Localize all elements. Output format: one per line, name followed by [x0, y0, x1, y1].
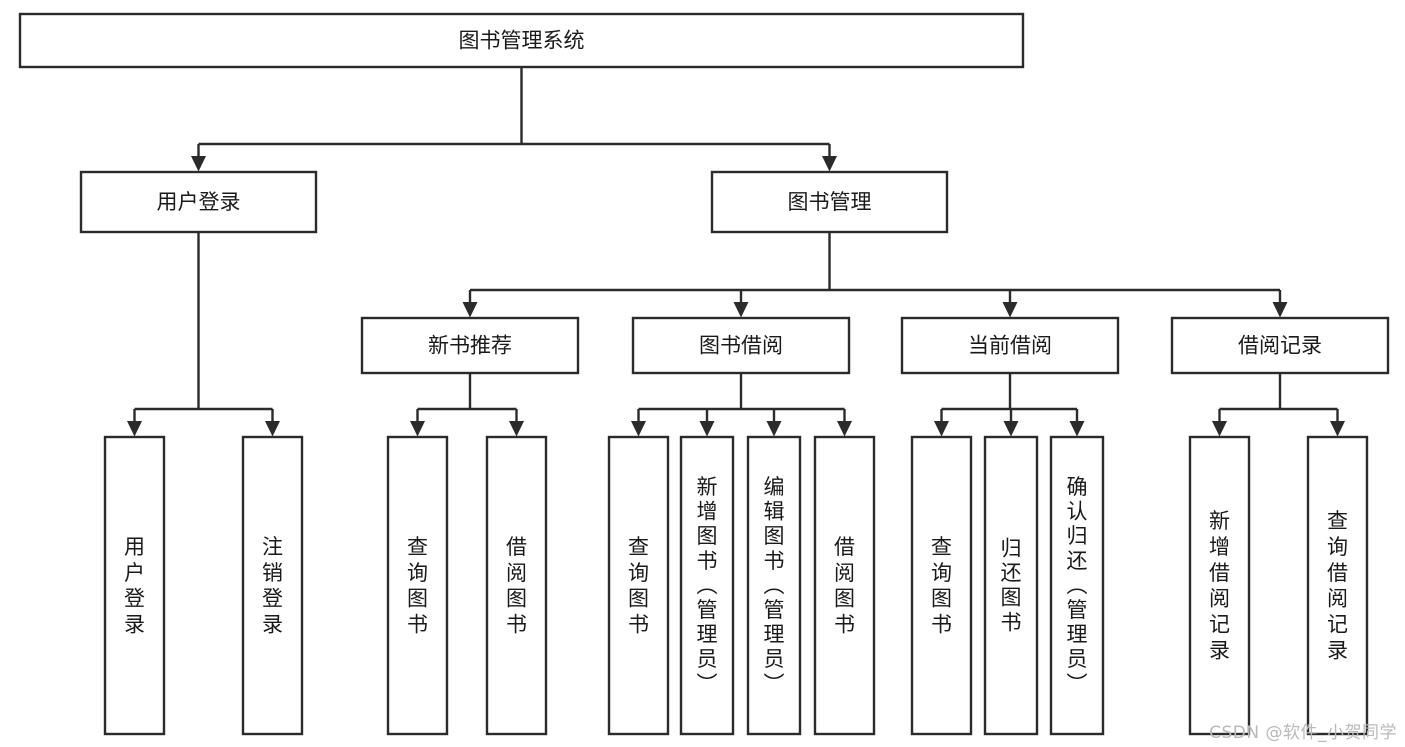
arrow-head-icon [934, 421, 949, 437]
node-leaf-borrow-book-2[interactable]: 借阅图书 [813, 435, 876, 736]
node-label: 借阅图书 [834, 535, 855, 636]
node-user-login[interactable]: 用户登录 [79, 170, 318, 234]
arrow-head-icon [1069, 421, 1085, 437]
arrow-head-icon [1002, 302, 1018, 318]
arrow-head-icon [699, 421, 715, 437]
node-label: 图书借阅 [699, 334, 783, 358]
node-label: 归还图书 [1001, 536, 1022, 634]
arrow-head-icon [410, 421, 425, 437]
node-label: 当前借阅 [968, 334, 1052, 358]
arrow-head-icon [191, 156, 206, 172]
node-label: 确认归还︵管理员︶ [1067, 475, 1088, 696]
node-new-book-recommend[interactable]: 新书推荐 [360, 316, 580, 375]
node-leaf-confirm-return[interactable]: 确认归还︵管理员︶ [1049, 435, 1105, 736]
arrow-head-icon [1212, 421, 1227, 437]
node-box[interactable] [1049, 435, 1105, 736]
node-box[interactable] [1188, 435, 1251, 736]
node-label: 查询图书 [931, 535, 952, 636]
connector-layer [127, 67, 1345, 437]
node-leaf-user-login[interactable]: 用户登录 [103, 435, 166, 736]
arrow-head-icon [766, 421, 782, 437]
node-box[interactable] [103, 435, 166, 736]
node-label: 用户登录 [124, 535, 145, 636]
node-label: 借阅记录 [1238, 334, 1322, 358]
node-leaf-borrow-book-1[interactable]: 借阅图书 [485, 435, 548, 736]
arrow-head-icon [462, 302, 478, 318]
node-leaf-query-book-1[interactable]: 查询图书 [386, 435, 449, 736]
node-leaf-query-record[interactable]: 查询借阅记录 [1306, 435, 1369, 736]
csdn-watermark: CSDN @软件_小贺同学 [1209, 723, 1397, 743]
node-box[interactable] [710, 170, 949, 234]
node-label: 借阅图书 [506, 535, 527, 636]
node-box[interactable] [79, 170, 318, 234]
arrow-head-icon [822, 156, 837, 172]
node-label: 新增借阅记录 [1209, 509, 1230, 662]
node-borrow-record[interactable]: 借阅记录 [1170, 316, 1390, 375]
node-box[interactable] [983, 435, 1039, 736]
node-box[interactable] [631, 316, 851, 375]
node-box[interactable] [241, 435, 304, 736]
arrow-head-icon [733, 302, 749, 318]
arrow-head-icon [127, 421, 142, 437]
arrow-head-icon [1003, 421, 1019, 437]
node-box[interactable] [607, 435, 670, 736]
node-box[interactable] [360, 316, 580, 375]
node-leaf-query-book-2[interactable]: 查询图书 [607, 435, 670, 736]
node-box[interactable] [1170, 316, 1390, 375]
arrow-head-icon [631, 421, 646, 437]
node-label: 新书推荐 [428, 334, 512, 358]
node-leaf-logout[interactable]: 注销登录 [241, 435, 304, 736]
node-label: 查询借阅记录 [1327, 509, 1348, 662]
node-box[interactable] [18, 12, 1025, 69]
node-label: 图书管理 [788, 190, 872, 214]
node-box[interactable] [679, 435, 735, 736]
arrow-head-icon [509, 421, 524, 437]
node-book-borrow[interactable]: 图书借阅 [631, 316, 851, 375]
node-label: 新增图书︵管理员︶ [697, 475, 718, 696]
node-book-manage[interactable]: 图书管理 [710, 170, 949, 234]
node-box[interactable] [813, 435, 876, 736]
node-leaf-return-book[interactable]: 归还图书 [983, 435, 1039, 736]
node-box[interactable] [485, 435, 548, 736]
node-root[interactable]: 图书管理系统 [18, 12, 1025, 69]
node-box[interactable] [910, 435, 973, 736]
node-label: 注销登录 [262, 535, 283, 636]
node-leaf-add-record[interactable]: 新增借阅记录 [1188, 435, 1251, 736]
node-leaf-edit-book[interactable]: 编辑图书︵管理员︶ [746, 435, 802, 736]
arrow-head-icon [1272, 302, 1288, 318]
node-label: 查询图书 [628, 535, 649, 636]
node-label: 查询图书 [407, 535, 428, 636]
node-box[interactable] [900, 316, 1120, 375]
node-box[interactable] [746, 435, 802, 736]
node-box[interactable] [386, 435, 449, 736]
arrow-head-icon [837, 421, 852, 437]
node-current-borrow[interactable]: 当前借阅 [900, 316, 1120, 375]
node-label: 编辑图书︵管理员︶ [764, 475, 785, 696]
node-box[interactable] [1306, 435, 1369, 736]
node-label: 图书管理系统 [459, 29, 585, 53]
node-leaf-query-book-3[interactable]: 查询图书 [910, 435, 973, 736]
arrow-head-icon [1330, 421, 1345, 437]
arrow-head-icon [265, 421, 280, 437]
node-layer: 图书管理系统用户登录图书管理新书推荐图书借阅当前借阅借阅记录用户登录注销登录查询… [18, 12, 1390, 736]
node-label: 用户登录 [157, 190, 241, 214]
node-leaf-add-book[interactable]: 新增图书︵管理员︶ [679, 435, 735, 736]
